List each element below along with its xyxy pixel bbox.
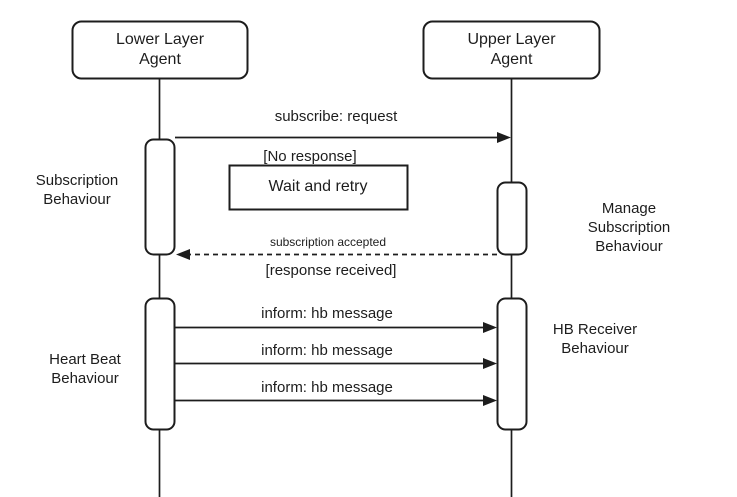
wait-and-retry-label: Wait and retry <box>268 178 368 196</box>
activation-bar-heart-beat <box>144 297 176 431</box>
actor-label-lower-layer-agent: Lower Layer Agent <box>115 30 205 68</box>
activation-bar-manage-subscription <box>496 181 528 256</box>
behaviour-label-subscription: Subscription Behaviour <box>35 172 119 209</box>
actor-label-upper-layer-agent: Upper Layer Agent <box>467 30 556 68</box>
arrowhead-inform-3 <box>483 395 497 406</box>
arrowhead-subscription-accepted <box>176 249 190 260</box>
actor-box-upper-layer-agent <box>422 20 601 80</box>
message-label-inform-1: inform: hb message <box>261 305 393 322</box>
message-label-response-received: [response received] <box>265 262 397 279</box>
activation-bar-subscription <box>144 138 176 256</box>
activation-bar-hb-receiver <box>496 297 528 431</box>
actor-box-lower-layer-agent <box>71 20 249 80</box>
arrowhead-subscribe-request <box>497 132 511 143</box>
message-label-subscribe-request: subscribe: request <box>274 108 398 125</box>
arrowhead-inform-1 <box>483 322 497 333</box>
wait-and-retry-box <box>228 164 409 211</box>
message-label-inform-3: inform: hb message <box>261 379 393 396</box>
message-label-subscription-accepted: subscription accepted <box>269 235 387 249</box>
behaviour-label-heart-beat: Heart Beat Behaviour <box>49 351 121 388</box>
message-label-no-response: [No response] <box>263 148 357 165</box>
behaviour-label-hb-receiver: HB Receiver Behaviour <box>552 321 638 358</box>
message-label-inform-2: inform: hb message <box>261 342 393 359</box>
arrowhead-inform-2 <box>483 358 497 369</box>
behaviour-label-manage-subscription: Manage Subscription Behaviour <box>587 200 671 256</box>
